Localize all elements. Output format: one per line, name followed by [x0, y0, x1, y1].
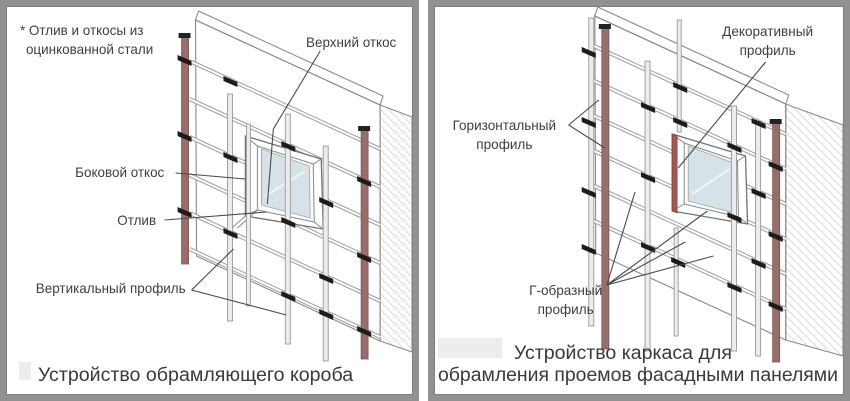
caption-artifact [438, 338, 503, 358]
vertical-profile [676, 19, 682, 133]
leader-l-profile [606, 191, 714, 286]
profile-cap [598, 24, 611, 29]
label-horizontal-profile-line1: Горизонтальный [453, 118, 556, 133]
vertical-profile [245, 123, 251, 307]
leader-top-slope [266, 50, 321, 205]
label-top-slope: Верхний откос [306, 35, 397, 50]
vertical-profiles [588, 17, 782, 363]
vertical-profile [644, 60, 651, 352]
left-diagram: * Отлив и откосы из оцинкованной стали В… [18, 10, 413, 386]
brick-wall [594, 6, 844, 357]
label-vertical-profile: Вертикальный профиль [36, 281, 186, 296]
vertical-profile [588, 17, 595, 327]
window-reveal-edges [245, 135, 324, 230]
leader-vertical-profile [191, 248, 287, 316]
leader-side-slope [175, 172, 246, 180]
note-line2: оцинкованной стали [26, 42, 153, 57]
leader-horizontal-profile [568, 99, 606, 149]
right-caption-line2: обрамления проемов фасадными панелями [438, 364, 838, 386]
leader-lines [164, 50, 321, 316]
leader-lines [568, 61, 767, 286]
profile-cap [178, 33, 191, 38]
wall-side-hatch [785, 104, 843, 356]
profile-cap [358, 126, 371, 131]
label-decorative-profile-line2: профиль [740, 43, 796, 58]
right-diagram: Декоративный профиль Горизонтальный проф… [438, 6, 844, 386]
vertical-profile [730, 105, 737, 352]
red-corner-profile [360, 128, 369, 360]
left-caption: Устройство обрамляющего короба [38, 364, 353, 386]
label-side-slope: Боковой откос [75, 165, 164, 180]
caption-artifact [18, 362, 31, 380]
decorative-profile-strip [671, 133, 678, 214]
vertical-profile [755, 120, 762, 357]
label-horizontal-profile-line2: профиль [476, 137, 532, 152]
note-line1: * Отлив и откосы из [20, 23, 143, 38]
label-drip: Отлив [117, 213, 156, 228]
right-caption-line1: Устройство каркаса для [514, 342, 732, 364]
vertical-profile [322, 145, 329, 362]
window-reveal-edges [671, 133, 748, 225]
vertical-profiles [178, 33, 371, 362]
red-corner-profile [772, 121, 781, 363]
leader-drip [164, 211, 267, 221]
window-assembly [671, 133, 749, 225]
label-decorative-profile-line1: Декоративный [722, 24, 813, 39]
glass-reflection [691, 168, 731, 195]
leader-decorative-profile [677, 61, 767, 169]
left-panel: * Отлив и откосы из оцинкованной стали В… [0, 0, 419, 401]
profile-cap [769, 119, 782, 124]
red-corner-profile [181, 35, 189, 265]
wall-side-hatch [380, 105, 413, 352]
window-assembly [227, 135, 324, 233]
red-corner-profile [601, 26, 610, 350]
label-l-profile-line2: профиль [538, 302, 594, 317]
vertical-profile [227, 93, 233, 322]
right-panel: Декоративный профиль Горизонтальный проф… [428, 0, 850, 401]
label-l-profile-line1: Г-образный [529, 283, 602, 298]
vertical-profile [673, 227, 679, 337]
vertical-profile [284, 113, 291, 345]
wall-top-course [194, 10, 384, 106]
